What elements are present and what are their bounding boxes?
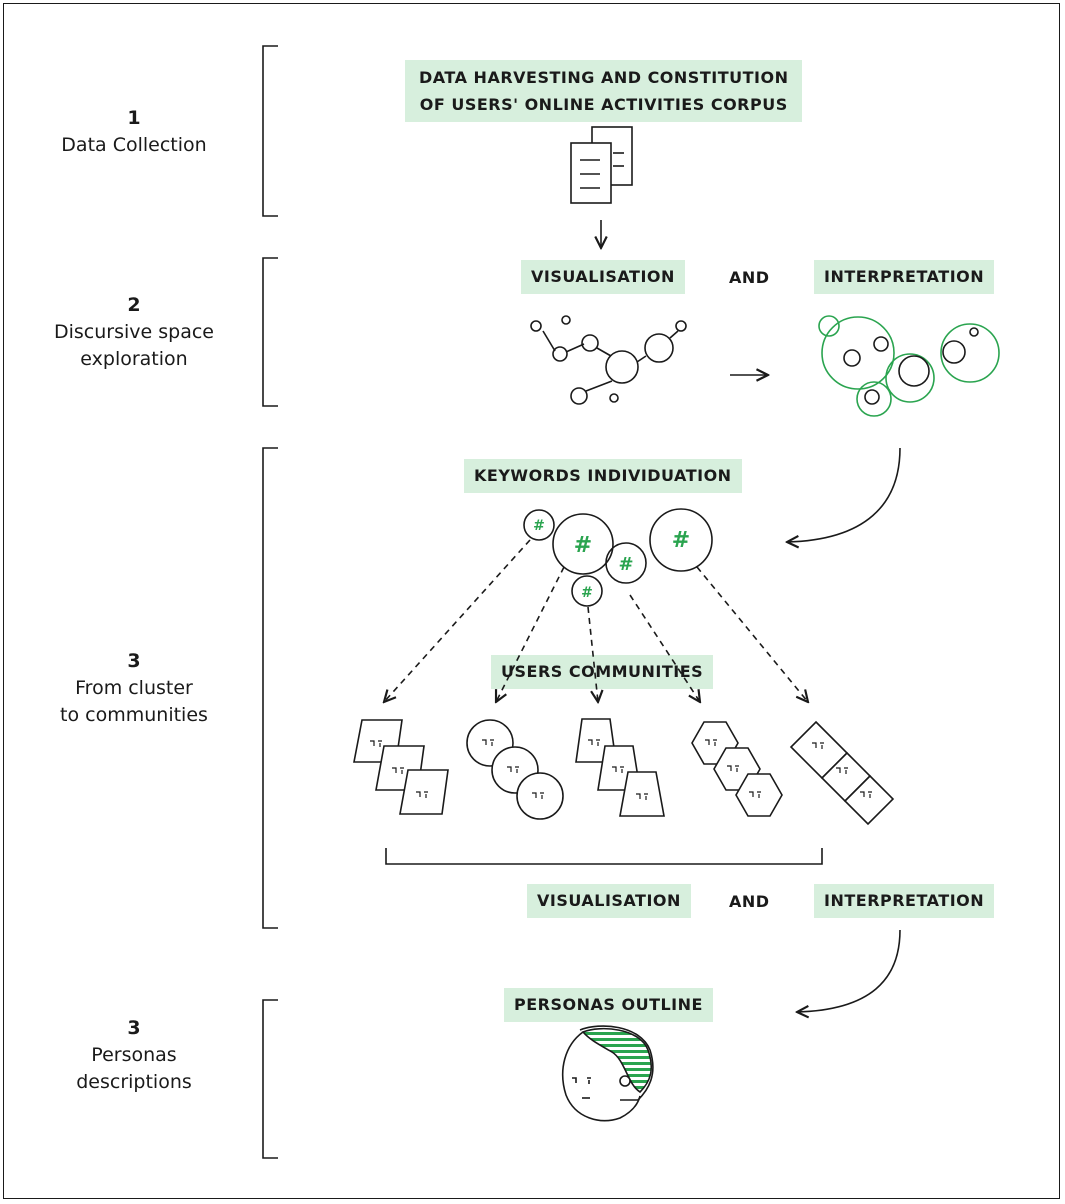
- data-harvesting-line2: OF USERS' ONLINE ACTIVITIES CORPUS: [419, 95, 788, 114]
- hash-icon-5: #: [581, 585, 593, 601]
- keyword-circle-4: [649, 508, 713, 572]
- persona-head-icon: [562, 1025, 654, 1122]
- keyword-circle-1: [523, 509, 555, 541]
- stage-3-title-line1: From cluster: [75, 677, 193, 699]
- data-harvesting-tag: DATA HARVESTING AND CONSTITUTION OF USER…: [405, 60, 803, 122]
- hash-icon-1: #: [533, 518, 545, 534]
- community-5-icon: [789, 720, 895, 826]
- stage-1-bracket: [262, 45, 278, 217]
- keyword-circle-3: [605, 542, 647, 584]
- curved-arrow-1: [787, 447, 901, 542]
- hash-icon-2: #: [574, 533, 592, 558]
- stage-2-bracket: [262, 257, 278, 407]
- community-1-icon: [353, 719, 449, 815]
- dashed-connectors: [384, 539, 808, 702]
- communities-bracket: [385, 848, 823, 865]
- stage-2-number: 2: [127, 294, 141, 316]
- stage-4-title-line1: Personas: [91, 1044, 177, 1066]
- stage-2-title-line2: exploration: [80, 348, 188, 370]
- stage-1-title: Data Collection: [61, 134, 207, 156]
- and-label-2: AND: [729, 892, 770, 911]
- curved-arrow-2: [797, 929, 901, 1012]
- diagram-frame: [3, 3, 1060, 1199]
- interpretation-tag-2: INTERPRETATION: [814, 884, 995, 918]
- stage-3-title-line2: to communities: [60, 704, 208, 726]
- users-communities-tag: USERS COMMUNITIES: [491, 655, 714, 689]
- interpretation-bubbles-icon: [818, 315, 1000, 417]
- stage-4-label: 3 Personas descriptions: [24, 1015, 244, 1096]
- visualisation-tag-2: VISUALISATION: [527, 884, 691, 918]
- stage-3-number: 3: [127, 650, 141, 672]
- keyword-circles: [523, 508, 713, 607]
- network-graph-icon: [530, 315, 687, 405]
- stage-4-title-line2: descriptions: [76, 1071, 192, 1093]
- hash-icon-4: #: [672, 528, 690, 553]
- documents-icon: [570, 126, 633, 204]
- interpretation-tag-1: INTERPRETATION: [814, 260, 995, 294]
- and-label-1: AND: [729, 268, 770, 287]
- stage-1-number: 1: [127, 107, 141, 129]
- stage-2-title-line1: Discursive space: [54, 321, 214, 343]
- stage-3-bracket: [262, 447, 278, 929]
- data-harvesting-line1: DATA HARVESTING AND CONSTITUTION: [419, 68, 789, 87]
- keywords-individuation-tag: KEYWORDS INDIVIDUATION: [464, 459, 742, 493]
- hash-icon-3: #: [618, 554, 633, 575]
- visualisation-tag-1: VISUALISATION: [521, 260, 685, 294]
- stage-1-label: 1 Data Collection: [24, 105, 244, 159]
- stage-2-label: 2 Discursive space exploration: [24, 292, 244, 373]
- community-faces: [370, 739, 872, 800]
- stage-3-label: 3 From cluster to communities: [24, 648, 244, 729]
- community-2-icon: [466, 719, 564, 820]
- stage-4-number: 3: [127, 1017, 141, 1039]
- keyword-circle-2: [552, 513, 614, 575]
- personas-outline-tag: PERSONAS OUTLINE: [504, 988, 713, 1022]
- keyword-circle-5: [571, 575, 603, 607]
- stage-4-bracket: [262, 999, 278, 1159]
